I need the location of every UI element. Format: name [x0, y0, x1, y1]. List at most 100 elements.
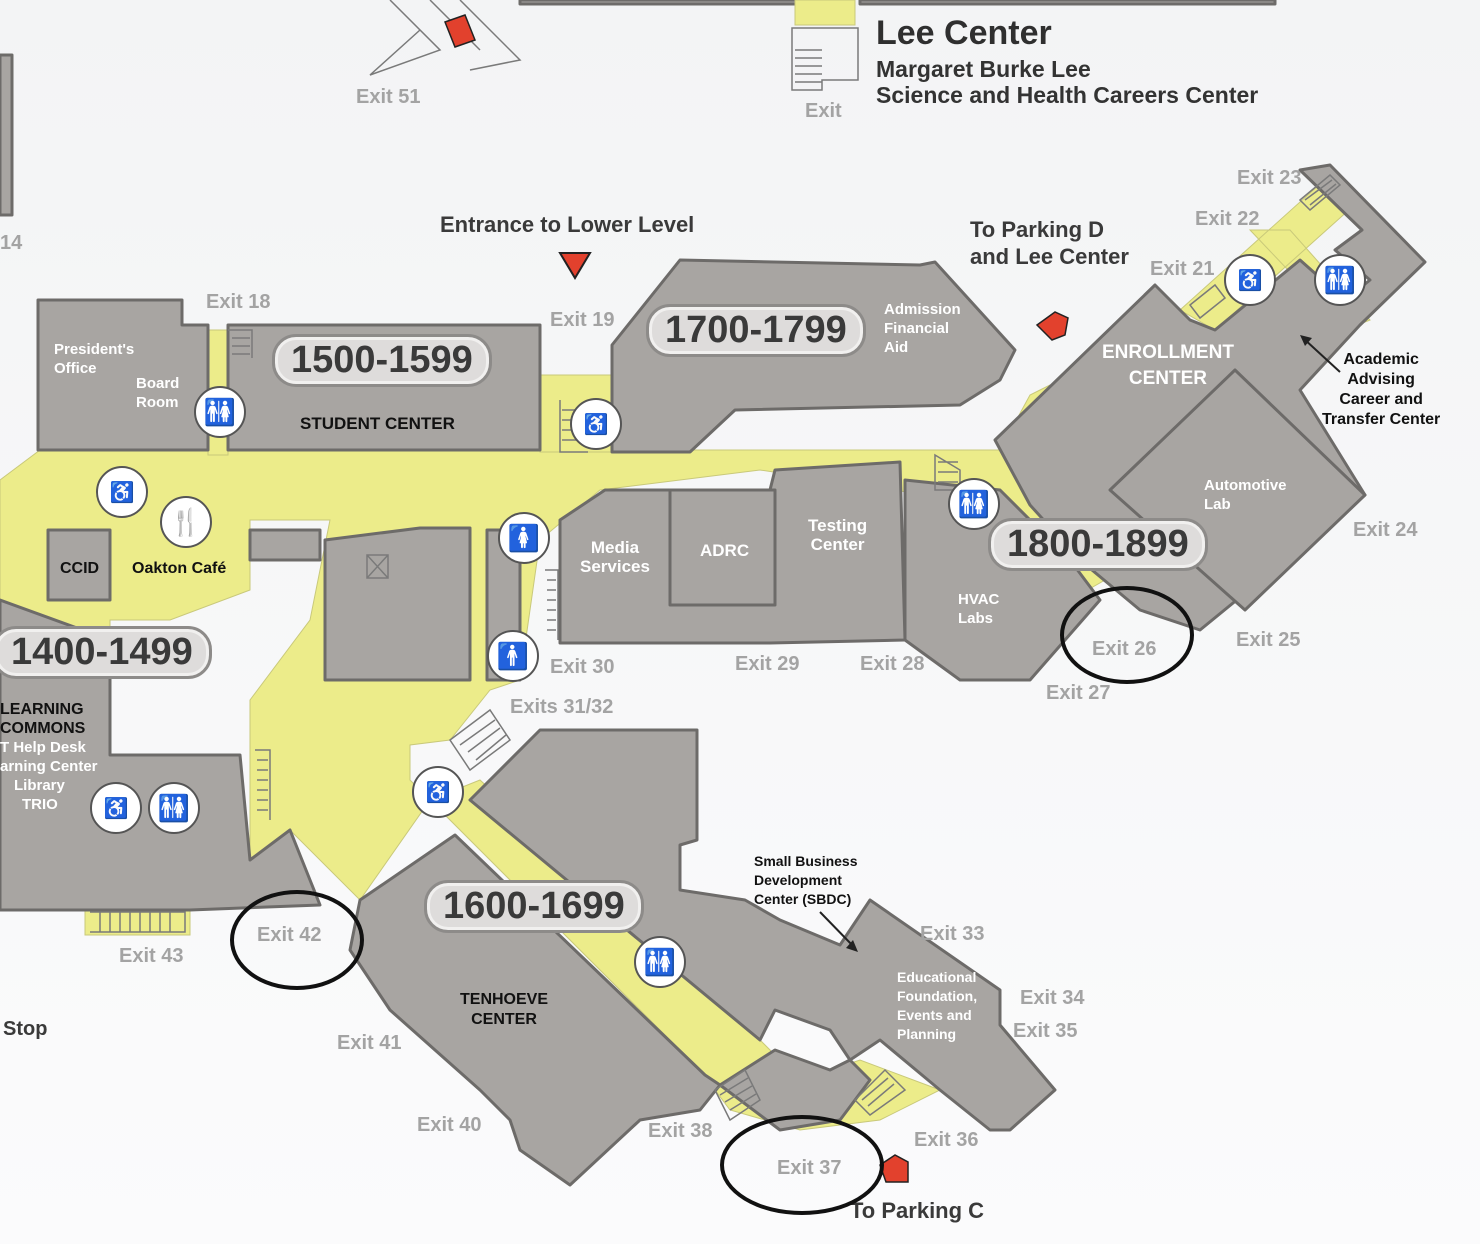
- stop-label: Stop: [3, 1018, 48, 1040]
- tenhoeve-center-line1: TENHOEVE: [460, 991, 549, 1008]
- academic-advising-line4: Transfer Center: [1322, 411, 1441, 428]
- cafe-kitchen-block: [248, 528, 322, 562]
- automotive-lab-block: [1108, 368, 1367, 612]
- board-room-line1: Board: [136, 375, 180, 392]
- presidents-office-line1: President's: [54, 341, 135, 358]
- educational-foundation-line1: Educational: [897, 969, 977, 985]
- exit-28-label: Exit 28: [860, 653, 925, 675]
- admission-label: Admission Financial Aid: [884, 300, 961, 357]
- academic-advising-pointer: [1302, 337, 1341, 373]
- enrollment-center-label: ENROLLMENT CENTER: [1102, 340, 1234, 392]
- admission-line1: Admission: [884, 301, 961, 318]
- adrc-label: ADRC: [700, 541, 750, 560]
- educational-foundation-line2: Foundation,: [897, 988, 978, 1004]
- academic-advising-pointer-head: [1300, 335, 1312, 346]
- stairs-38: [714, 1068, 761, 1122]
- exit-24-label: Exit 24: [1353, 519, 1418, 541]
- ccid-label: CCID: [60, 560, 100, 577]
- media-services-line2: Services: [580, 557, 650, 576]
- center-block: [323, 526, 472, 682]
- restroom-icon: 🚻: [148, 782, 200, 834]
- elevator-shaft-box: [366, 554, 389, 579]
- admission-line2: Financial: [884, 320, 950, 337]
- restroom-icon: 🚻: [1314, 254, 1366, 306]
- stairs-36: [853, 1068, 907, 1116]
- exit-34-label: Exit 34: [1020, 987, 1085, 1009]
- automotive-lab-label: Automotive Lab: [1204, 476, 1287, 514]
- sbdc-pointer: [819, 911, 856, 949]
- block-1600: [468, 728, 1057, 1132]
- academic-advising-line1: Academic: [1343, 351, 1419, 368]
- student-center-label: STUDENT CENTER: [300, 414, 455, 433]
- board-room-label: Board Room: [136, 374, 179, 412]
- dining-icon: 🍴: [160, 496, 212, 548]
- academic-advising-line3: Career and: [1339, 391, 1423, 408]
- stairs-21: [1188, 283, 1227, 320]
- stairs-43: [90, 911, 186, 933]
- restroom-icon: 🚻: [194, 386, 246, 438]
- exit-35-label: Exit 35: [1013, 1020, 1078, 1042]
- adrc-divider: [668, 488, 777, 607]
- wing-1700-badge: 1700-1799: [646, 304, 866, 357]
- mens-restroom-icon: 🚹: [487, 630, 539, 682]
- stairs-3132: [448, 708, 512, 772]
- learning-commons-label: LEARNING COMMONS T Help Desk arning Cent…: [0, 700, 98, 814]
- top-building-strip: [518, 0, 802, 6]
- hvac-labs-line1: HVAC: [958, 591, 1000, 608]
- learning-commons-line5: Library: [14, 777, 65, 794]
- enrollment-center-line1: ENROLLMENT: [1102, 342, 1234, 363]
- tenhoeve-center-label: TENHOEVE CENTER: [460, 990, 548, 1030]
- top-building-right: [858, 0, 1277, 6]
- lee-center-subtitle-line1: Margaret Burke Lee: [876, 56, 1091, 82]
- exit-36-label: Exit 36: [914, 1129, 979, 1151]
- sbdc-line3: Center (SBDC): [754, 891, 852, 907]
- presidents-office-label: President's Office: [54, 340, 134, 378]
- automotive-lab-line1: Automotive: [1204, 477, 1287, 494]
- exit51-stairs: [369, 0, 522, 76]
- wing-1600-badge: 1600-1699: [424, 880, 644, 933]
- stairs-42: [255, 749, 271, 820]
- restroom-icon: 🚻: [948, 478, 1000, 530]
- presidents-office-block: [36, 298, 210, 452]
- exit-43-label: Exit 43: [119, 945, 184, 967]
- parking-c-label: To Parking C: [850, 1198, 985, 1223]
- learning-commons-line6: TRIO: [22, 796, 58, 813]
- stairs-23: [1298, 173, 1342, 212]
- ccid-block: [46, 528, 112, 602]
- lee-center-title: Lee Center: [876, 14, 1052, 52]
- wing-1500-badge: 1500-1599: [272, 334, 492, 387]
- sbdc-line2: Development: [754, 872, 842, 888]
- exit-26-highlight-ring: [1060, 586, 1194, 684]
- learning-commons-line4: arning Center: [0, 758, 98, 775]
- wing-1400-badge: 1400-1499: [0, 626, 212, 679]
- red-arrow-exit51: [444, 14, 476, 48]
- media-services-label: Media Services: [580, 538, 650, 576]
- board-room-line2: Room: [136, 394, 179, 411]
- hvac-labs-line2: Labs: [958, 610, 994, 627]
- elevator-icon: ♿: [412, 766, 464, 818]
- academic-advising-line2: Advising: [1347, 371, 1415, 388]
- lee-stairs: [791, 27, 859, 91]
- educational-foundation-line4: Planning: [897, 1026, 957, 1042]
- wing-1800-badge: 1800-1899: [988, 518, 1208, 571]
- exit-42-highlight-ring: [230, 890, 364, 990]
- presidents-office-line2: Office: [54, 360, 97, 377]
- hvac-labs-label: HVAC Labs: [958, 590, 999, 628]
- testing-center-line2: Center: [810, 535, 865, 554]
- enrollment-center-line2: CENTER: [1128, 368, 1208, 389]
- exit-lee-label: Exit: [805, 100, 842, 122]
- sbdc-label: Small Business Development Center (SBDC): [754, 852, 858, 909]
- sbdc-line1: Small Business: [754, 853, 858, 869]
- parking-d-line2: and Lee Center: [970, 244, 1129, 269]
- learning-commons-line3: T Help Desk: [0, 739, 86, 756]
- testing-center-label: Testing Center: [808, 516, 867, 554]
- exit-19-label: Exit 19: [550, 309, 615, 331]
- exit-25-label: Exit 25: [1236, 629, 1301, 651]
- left-edge-building: [0, 53, 14, 217]
- restroom-icon: 🚻: [634, 936, 686, 988]
- admission-line3: Aid: [884, 339, 909, 356]
- automotive-lab-line2: Lab: [1204, 496, 1231, 513]
- red-arrow-parking-c: [879, 1154, 909, 1183]
- elevator-icon: ♿: [90, 782, 142, 834]
- learning-commons-line2: COMMONS: [0, 720, 86, 737]
